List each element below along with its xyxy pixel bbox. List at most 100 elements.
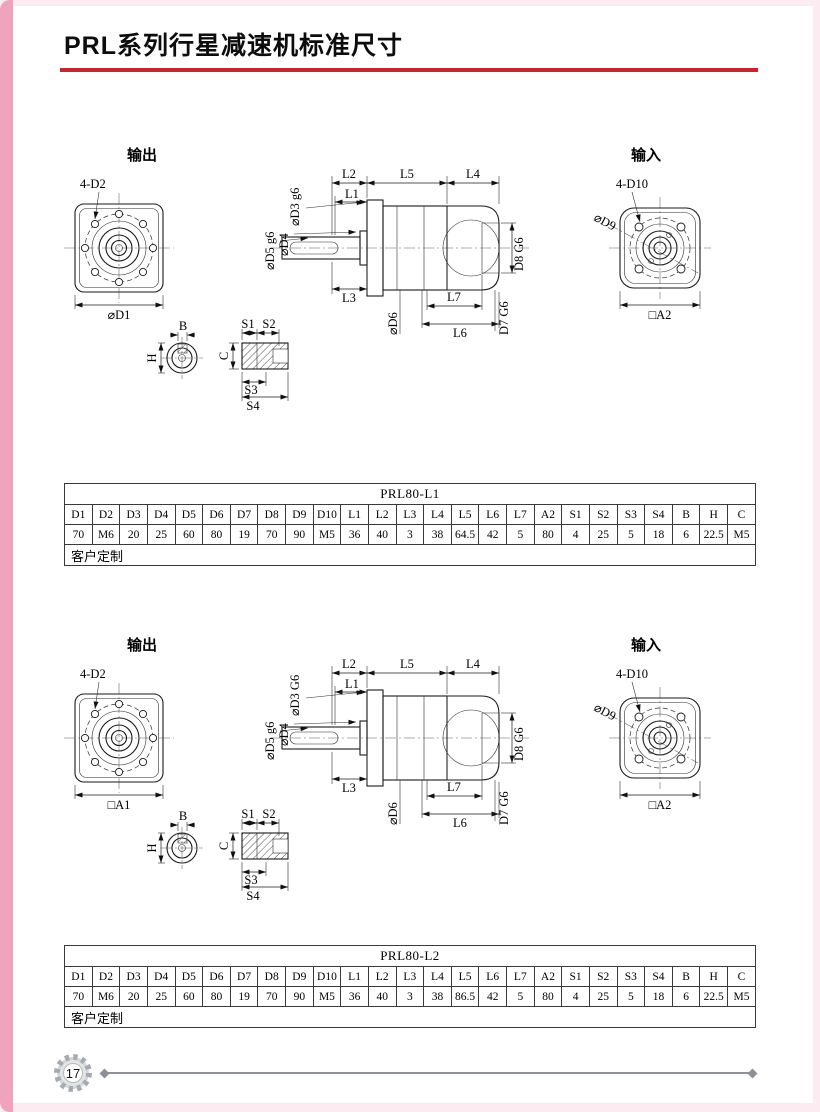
divider-line [108,1072,749,1074]
value-cell: M5 [312,986,342,1007]
column-header: D2 [91,966,121,987]
dim-label-a2: □A2 [649,308,672,322]
dim-label-d7: D7 G6 [497,301,511,335]
column-header: B [671,966,701,987]
value-cell: 70 [257,986,286,1007]
value-cell: 18 [644,986,673,1007]
value-cell: 25 [146,524,176,545]
dim-label-h: H [145,843,159,852]
dim-label-d5: ⌀D5 g6 [263,722,277,760]
column-header: D5 [174,966,204,987]
output-flange-dim-label: ⌀D1 [108,308,131,322]
column-header: L2 [367,504,397,525]
value-cell: 6 [671,986,701,1007]
column-header: H [699,504,728,525]
gear-icon: 17 [54,1054,92,1092]
dim-label-d6: ⌀D6 [386,802,400,825]
dim-label-d7: D7 G6 [497,791,511,825]
column-header: D8 [257,966,286,987]
value-cell: 18 [644,524,673,545]
dim-label-d3: ⌀D3 G6 [288,675,302,716]
dim-label-s2: S2 [262,317,275,331]
dim-label-l2: L2 [342,657,356,671]
value-cell: 25 [588,986,618,1007]
dim-label-l7: L7 [447,290,461,304]
value-cell: 36 [340,524,369,545]
drawing-canvas: 输出 输入 4-D2 ⌀D1 L2 L5 L4 L1 ⌀D3 g6 ⌀D4 ⌀D… [64,146,711,413]
input-flange-view: 4-D10 ⌀D9 □A2 [592,177,711,322]
column-header: H [699,966,728,987]
title-underline [60,68,758,72]
footer-divider [99,1068,758,1078]
value-cell: 5 [506,524,535,545]
value-cell: 42 [478,986,507,1007]
column-header: D8 [257,504,286,525]
dim-label-d4: ⌀D4 [277,232,291,256]
technical-drawing-section-1: 输出 输入 4-D2 ⌀D1 L2 L5 L4 L1 ⌀D3 g6 ⌀D4 ⌀D… [52,138,772,438]
dim-label-l1: L1 [345,187,359,201]
column-header: C [727,504,756,525]
column-header: S4 [644,504,673,525]
dim-label-d9: ⌀D9 [592,700,619,723]
page-title: PRL系列行星减速机标准尺寸 [64,32,404,60]
value-cell: 80 [202,986,231,1007]
column-header: D6 [202,504,231,525]
dim-label-l1: L1 [345,677,359,691]
value-cell: 3 [395,524,425,545]
dim-label-l6: L6 [453,816,467,830]
value-cell: 6 [671,524,701,545]
value-cell: 80 [533,524,563,545]
table-row: 客户定制 [64,544,756,566]
shaft-end-view: B H [145,809,203,869]
value-cell: 70 [64,524,93,545]
value-cell: 19 [229,524,259,545]
value-cell: 19 [229,986,259,1007]
dim-label-s3: S3 [244,383,257,397]
dim-label-l4: L4 [466,657,481,671]
value-cell: 64.5 [450,524,480,545]
column-header: S3 [616,504,646,525]
dim-label-d5: ⌀D5 g6 [263,232,277,270]
column-header: D7 [229,966,259,987]
side-view: L2 L5 L4 L1 ⌀D3 g6 ⌀D4 ⌀D5 g6 D8 G6 L3 ⌀… [263,167,530,340]
table-row: 客户定制 [64,1006,756,1028]
dim-label-s4: S4 [246,399,260,413]
column-header: L5 [450,966,480,987]
dim-label-a2: □A2 [649,798,672,812]
table-row: PRL80-L2 [64,945,756,967]
column-header: L7 [506,504,535,525]
value-cell: 22.5 [699,524,728,545]
column-header: D4 [146,504,176,525]
column-header: D9 [285,504,314,525]
value-cell: 60 [174,524,204,545]
table-row: PRL80-L1 [64,483,756,505]
dim-label-d4: ⌀D4 [277,722,291,746]
value-cell: 5 [506,986,535,1007]
dim-label-s1: S1 [241,807,254,821]
page-number: 17 [66,1066,80,1081]
value-cell: 38 [423,524,452,545]
key-section-view: S1 S2 C S3 S4 [217,807,289,903]
dim-label-l6: L6 [453,326,467,340]
dim-label-l2: L2 [342,167,356,181]
column-header: D10 [312,504,342,525]
page-left-border [0,0,13,1112]
column-header: D1 [64,966,93,987]
column-header: L4 [423,504,452,525]
column-header: S1 [561,966,590,987]
value-cell: 22.5 [699,986,728,1007]
column-header: S3 [616,966,646,987]
column-header: D5 [174,504,204,525]
value-cell: 80 [533,986,563,1007]
input-flange-view: 4-D10 ⌀D9 □A2 [592,667,711,812]
value-cell: 5 [616,986,646,1007]
column-header: L6 [478,504,507,525]
dim-label-c: C [217,352,231,360]
dim-label-b: B [179,809,187,823]
dim-label-l3: L3 [342,291,356,305]
dim-label-h: H [145,353,159,362]
